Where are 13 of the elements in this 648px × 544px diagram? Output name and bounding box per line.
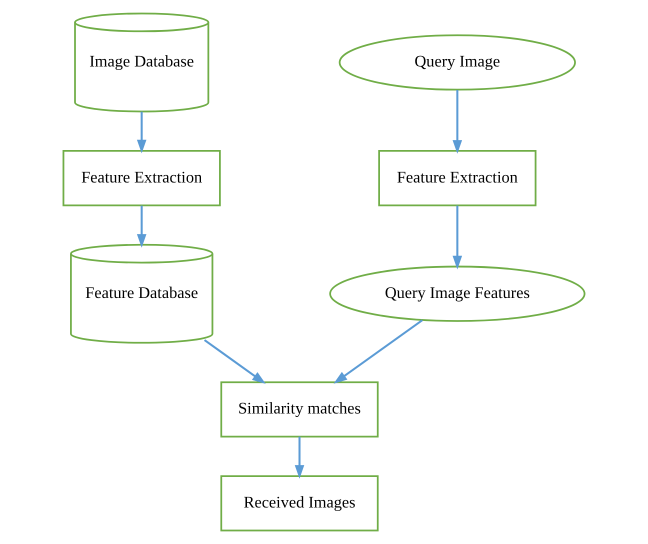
node-ellipse: Query Image Features <box>329 266 586 322</box>
arrow <box>334 319 423 384</box>
arrow <box>452 206 462 270</box>
node-box: Feature Extraction <box>378 150 536 206</box>
node-box: Similarity matches <box>220 381 379 438</box>
arrow <box>452 90 462 154</box>
arrow <box>204 339 266 384</box>
arrow <box>294 436 304 479</box>
arrow <box>136 206 146 248</box>
node-box: Feature Extraction <box>62 150 221 206</box>
node-box: Received Images <box>220 475 379 532</box>
node-ellipse: Query Image <box>338 34 576 91</box>
arrow <box>136 112 146 154</box>
